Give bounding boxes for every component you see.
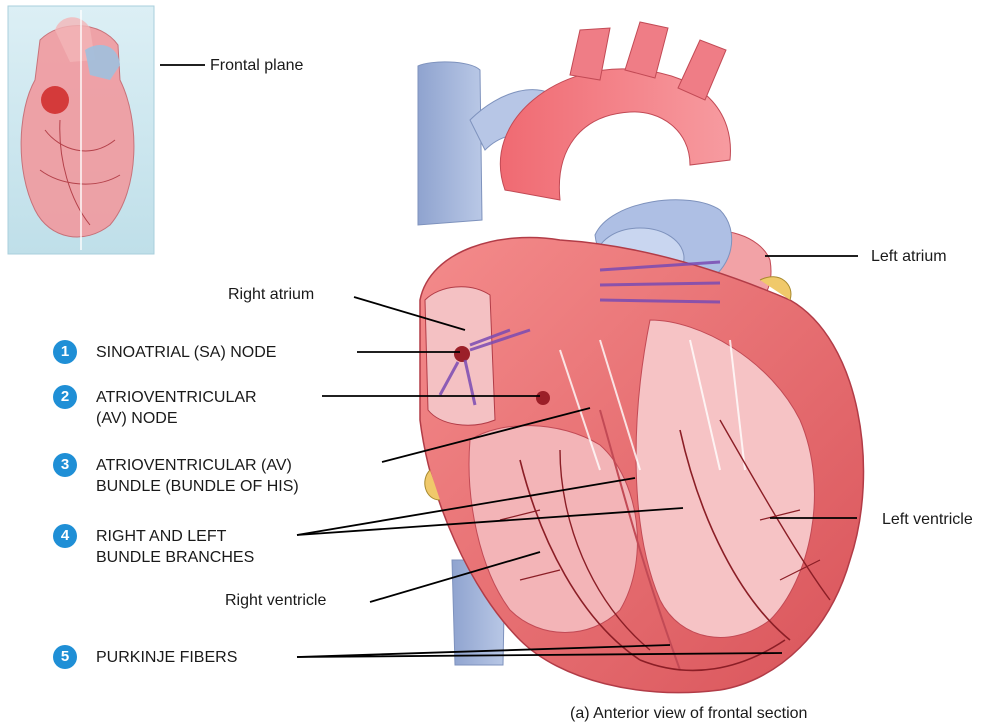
step-label-5: PURKINJE FIBERS [96, 647, 237, 668]
step-label-4-line-2: BUNDLE BRANCHES [96, 547, 254, 568]
label-left-atrium: Left atrium [871, 246, 947, 267]
step-label-2-line-2: (AV) NODE [96, 408, 257, 429]
label-frontal-plane: Frontal plane [210, 55, 303, 76]
step-badge-3: 3 [53, 453, 77, 477]
step-label-4: RIGHT AND LEFT BUNDLE BRANCHES [96, 526, 254, 568]
step-label-4-line-1: RIGHT AND LEFT [96, 526, 254, 547]
step-badge-4: 4 [53, 524, 77, 548]
step-label-1-line-1: SINOATRIAL (SA) NODE [96, 342, 276, 363]
step-label-3: ATRIOVENTRICULAR (AV) BUNDLE (BUNDLE OF … [96, 455, 299, 497]
label-left-ventricle: Left ventricle [882, 509, 973, 530]
step-label-5-line-1: PURKINJE FIBERS [96, 647, 237, 668]
step-badge-5: 5 [53, 645, 77, 669]
step-label-1: SINOATRIAL (SA) NODE [96, 342, 276, 363]
step-label-3-line-1: ATRIOVENTRICULAR (AV) [96, 455, 299, 476]
step-badge-1: 1 [53, 340, 77, 364]
label-right-ventricle: Right ventricle [225, 590, 326, 611]
figure-caption: (a) Anterior view of frontal section [570, 705, 807, 723]
frontal-plane-inset [8, 6, 154, 254]
step-badge-2: 2 [53, 385, 77, 409]
sa-node-marker [454, 346, 470, 362]
step-label-2: ATRIOVENTRICULAR (AV) NODE [96, 387, 257, 429]
step-label-3-line-2: BUNDLE (BUNDLE OF HIS) [96, 476, 299, 497]
av-node-marker [536, 391, 550, 405]
label-right-atrium: Right atrium [228, 284, 314, 305]
step-label-2-line-1: ATRIOVENTRICULAR [96, 387, 257, 408]
heart-illustration [418, 22, 864, 693]
